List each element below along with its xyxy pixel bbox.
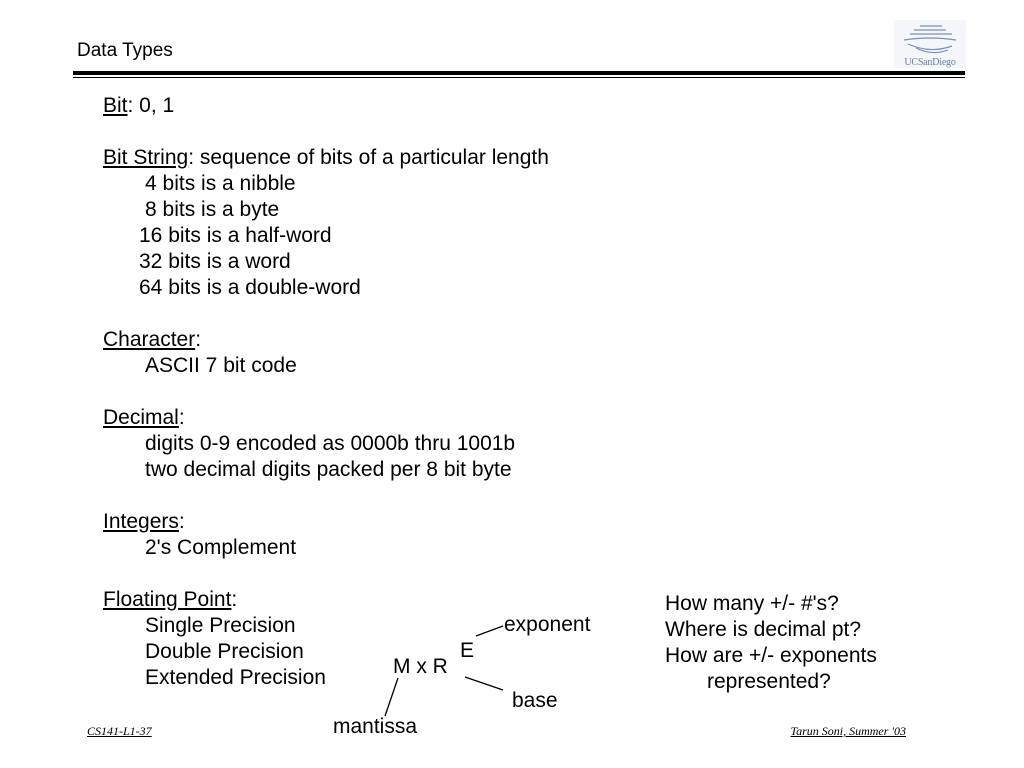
base-connector [464, 676, 504, 691]
list-item: two decimal digits packed per 8 bit byte [145, 458, 512, 481]
character-colon: : [195, 328, 202, 351]
list-item: Single Precision [145, 614, 296, 637]
floating-point-colon: : [231, 588, 238, 611]
exponent-label: exponent [504, 613, 591, 636]
integers-colon: : [178, 510, 185, 533]
list-item: 2's Complement [145, 536, 297, 559]
bit-string-term: Bit String [103, 146, 189, 169]
slide-title: Data Types [77, 40, 173, 61]
mantissa-label: mantissa [333, 715, 418, 738]
list-item: Double Precision [145, 640, 304, 663]
decimal-line: Decimal: [103, 406, 185, 430]
bit-string-line: Bit String: sequence of bits of a partic… [103, 146, 549, 170]
ucsd-logo-icon [894, 20, 966, 68]
mantissa-connector [384, 677, 399, 717]
header-divider [73, 71, 965, 75]
footer-slide-id: CS141-L1-37 [87, 724, 152, 738]
list-item: digits 0-9 encoded as 0000b thru 1001b [145, 432, 516, 455]
bit-string-definition: : sequence of bits of a particular lengt… [188, 146, 549, 169]
formula-text: M x R [393, 655, 448, 678]
exponent-connector [475, 625, 504, 637]
character-line: Character: [103, 328, 201, 352]
exponent-symbol: E [460, 639, 475, 662]
footer-author: Tarun Soni, Summer '03 [790, 724, 906, 738]
list-item: ASCII 7 bit code [145, 354, 297, 377]
floating-point-term: Floating Point [103, 588, 232, 611]
integers-line: Integers: [103, 510, 185, 534]
base-label: base [512, 689, 558, 712]
character-term: Character [103, 328, 196, 351]
bit-definition: : 0, 1 [127, 94, 175, 117]
list-item: Extended Precision [145, 666, 326, 689]
header-divider-thin [73, 77, 965, 78]
list-item: 64 bits is a double-word [139, 276, 361, 299]
list-item: 4 bits is a nibble [145, 172, 296, 195]
floating-point-line: Floating Point: [103, 588, 237, 612]
question-line: How are +/- exponents [665, 644, 877, 667]
question-line: represented? [707, 670, 831, 693]
question-line: Where is decimal pt? [665, 618, 862, 641]
decimal-term: Decimal [103, 406, 179, 429]
logo-text: UCSanDiego [904, 57, 956, 68]
question-line: How many +/- #'s? [665, 592, 839, 615]
list-item: 16 bits is a half-word [139, 224, 332, 247]
bit-term: Bit [103, 94, 128, 117]
list-item: 8 bits is a byte [145, 198, 280, 221]
list-item: 32 bits is a word [139, 250, 291, 273]
bit-line: Bit: 0, 1 [103, 94, 174, 118]
integers-term: Integers [103, 510, 179, 533]
decimal-colon: : [178, 406, 185, 429]
